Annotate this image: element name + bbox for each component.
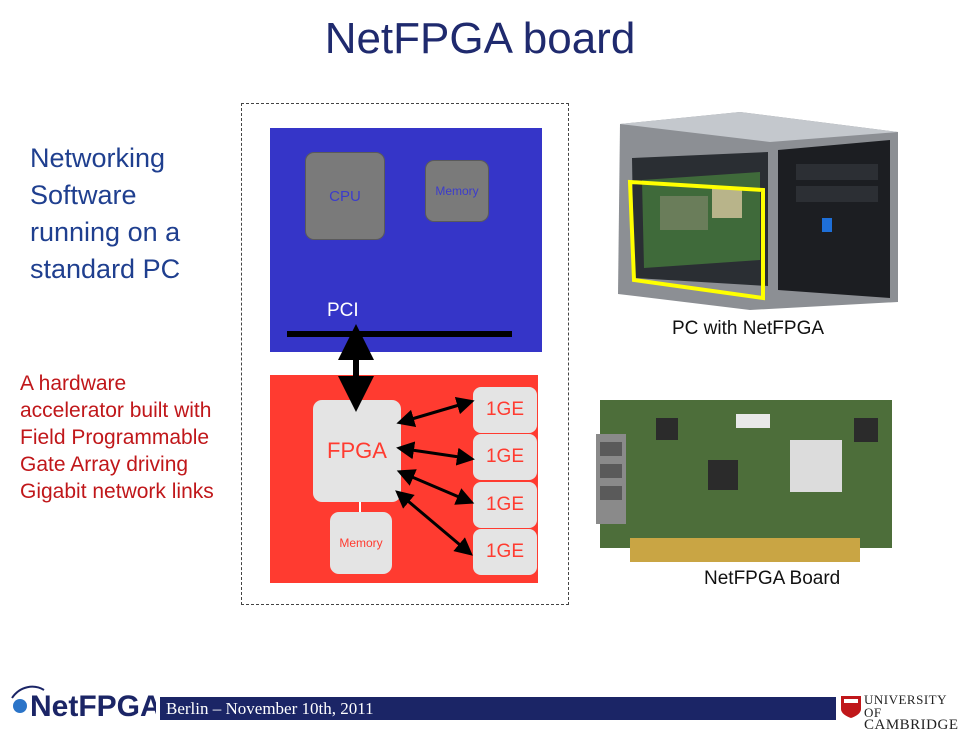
memory-top-label: Memory (435, 184, 479, 198)
memory-chip-bottom: Memory (330, 512, 392, 574)
fpga-label: FPGA (327, 438, 387, 463)
gigabit-port-label: 1GE (485, 541, 525, 562)
footer-divider (0, 694, 960, 697)
pc-photo-caption: PC with NetFPGA (672, 318, 825, 339)
software-description: Networking Software running on a standar… (30, 143, 181, 284)
fpga-chip: FPGA (313, 400, 401, 502)
netfpga-logo: NetFPGA (11, 685, 156, 720)
gigabit-port-label: 1GE (485, 399, 525, 420)
memory-chip-top: Memory (425, 160, 489, 222)
footer-text: Berlin – November 10th, 2011 (166, 699, 374, 718)
diagram-dashed-border (241, 103, 569, 605)
pci-label: PCI (327, 300, 359, 321)
gigabit-port-2: 1GE (473, 434, 537, 480)
gigabit-port-1: 1GE (473, 387, 537, 433)
gigabit-port-3: 1GE (473, 482, 537, 528)
pc-with-netfpga-photo (618, 112, 898, 310)
hardware-description: A hardware accelerator built with Field … (20, 372, 214, 503)
footer-bar (160, 697, 960, 720)
cambridge-logo-line1: UNIVERSITY OF (864, 692, 947, 720)
cambridge-logo-text: UNIVERSITY OF CAMBRIDGE (864, 692, 960, 733)
cambridge-shield-icon (841, 696, 861, 718)
netfpga-board-photo (596, 400, 892, 562)
gigabit-port-4: 1GE (473, 529, 537, 575)
gigabit-port-label: 1GE (485, 446, 525, 467)
gigabit-port-label: 1GE (485, 494, 525, 515)
cpu-label: CPU (329, 187, 361, 205)
netfpga-logo-text: NetFPGA (30, 690, 156, 720)
board-photo-caption: NetFPGA Board (704, 568, 841, 589)
cambridge-logo-line2: CAMBRIDGE (864, 717, 959, 733)
memory-bottom-label: Memory (339, 536, 383, 550)
cambridge-logo (836, 694, 960, 720)
cpu-chip: CPU (305, 152, 385, 240)
slide-title: NetFPGA board (324, 14, 636, 63)
